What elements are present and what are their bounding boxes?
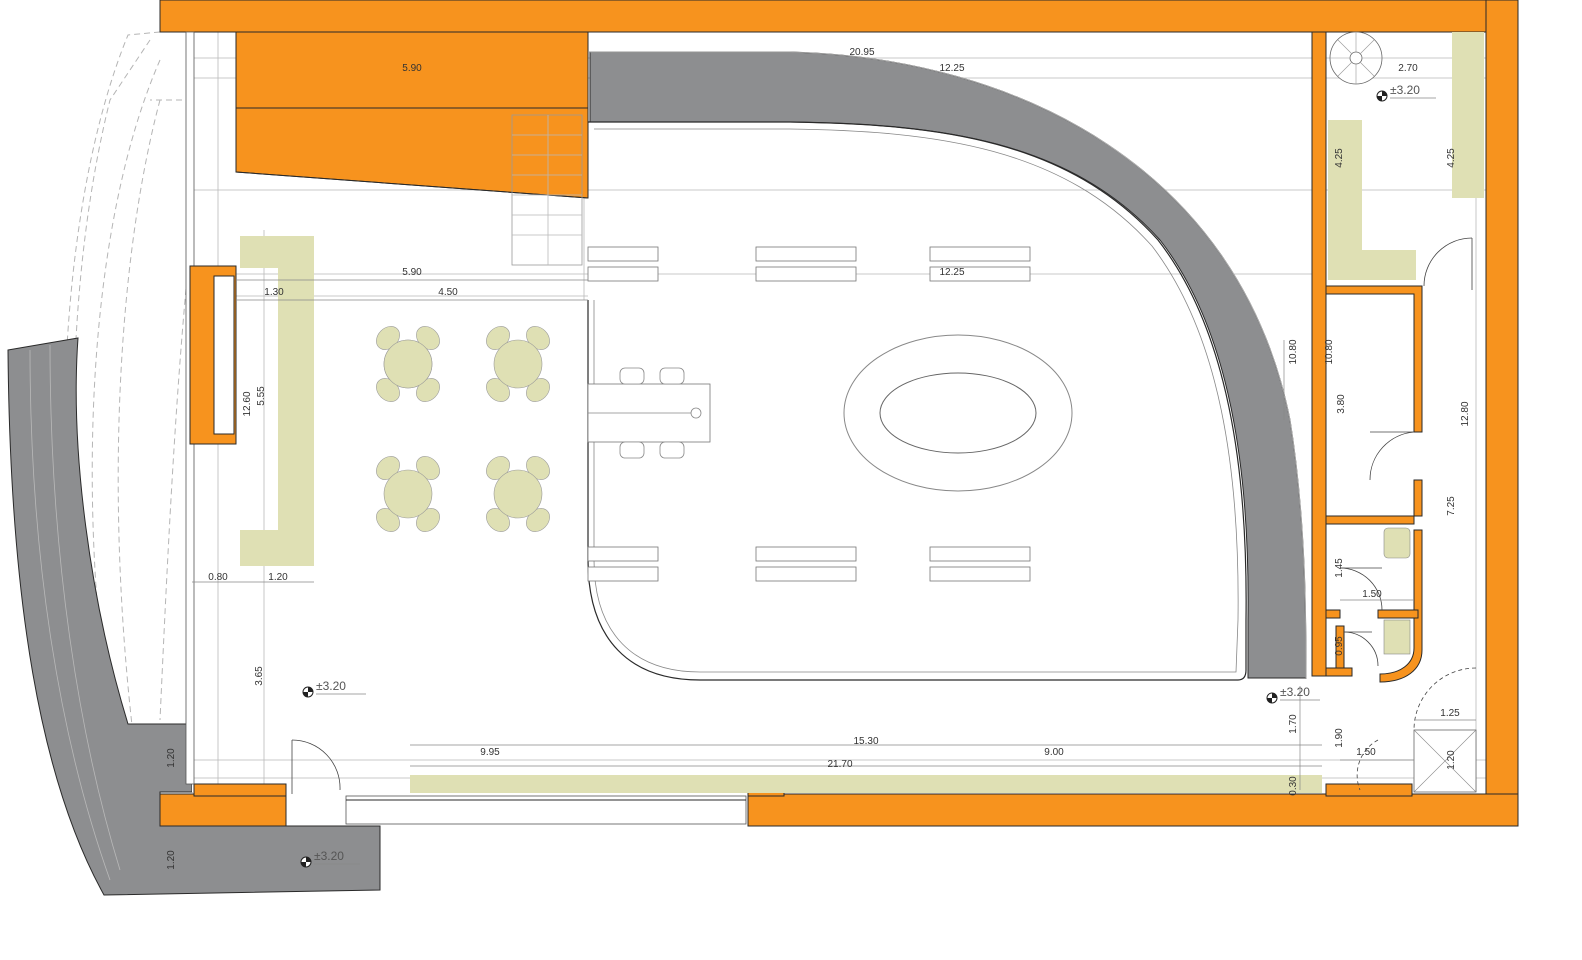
wc-fixture — [1383, 619, 1411, 655]
dim-label: 1.50 — [1356, 747, 1376, 758]
door-swings — [291, 237, 1477, 794]
dim-label: 5.90 — [402, 267, 422, 278]
dim-label: 1.20 — [166, 748, 177, 768]
cafe-table-3 — [376, 456, 440, 532]
display-benches — [587, 246, 1031, 582]
level-label: ±3.20 — [314, 849, 344, 863]
dim-label: 0.95 — [1334, 636, 1345, 656]
level-marker-icon — [1266, 692, 1278, 704]
dim-label: 9.00 — [1044, 747, 1064, 758]
level-label: ±3.20 — [1280, 685, 1310, 699]
dim-label: 10.80 — [1288, 339, 1299, 364]
dim-label: 4.25 — [1334, 148, 1345, 168]
cafe-table-1 — [376, 326, 440, 402]
dim-label: 12.60 — [242, 391, 253, 416]
level-labels: ±3.20 ±3.20 ±3.20 ±3.20 — [314, 83, 1420, 863]
level-marker-icon — [300, 856, 312, 868]
entrance-ramp — [7, 337, 381, 896]
dim-label: 0.30 — [1288, 776, 1299, 796]
exterior-walls — [159, 0, 1519, 827]
dim-label: 3.80 — [1336, 394, 1347, 414]
meeting-table — [587, 367, 711, 459]
dim-label: 0.80 — [208, 572, 228, 583]
dimension-lines — [192, 279, 1476, 790]
dim-label: 1.20 — [166, 850, 177, 870]
dim-label: 10.80 — [1324, 339, 1335, 364]
spiral-stair — [1329, 31, 1383, 85]
bottom-bench — [410, 775, 1322, 793]
cafe-table-2 — [486, 326, 550, 402]
dim-label: 7.25 — [1446, 496, 1457, 516]
dim-label: 12.25 — [939, 267, 964, 278]
dim-label: 21.70 — [827, 759, 852, 770]
dim-label: 1.20 — [268, 572, 288, 583]
dim-label: 2.70 — [1398, 63, 1418, 74]
level-marker-icon — [1376, 90, 1388, 102]
dim-label: 4.25 — [1446, 148, 1457, 168]
level-label: ±3.20 — [316, 679, 346, 693]
dim-label: 5.55 — [256, 386, 267, 406]
level-markers — [300, 90, 1436, 868]
central-platform — [587, 121, 1247, 681]
reception-counter — [1328, 120, 1416, 280]
dim-label: 12.80 — [1460, 401, 1471, 426]
dim-label: 20.95 — [849, 47, 874, 58]
stair — [511, 114, 583, 266]
dim-label: 1.70 — [1288, 714, 1299, 734]
l-shaped-bench — [240, 236, 314, 566]
dim-label: 1.30 — [264, 287, 284, 298]
dim-label: 1.90 — [1334, 728, 1345, 748]
inner-oval — [879, 372, 1037, 454]
dim-label: 5.90 — [402, 63, 422, 74]
dim-label: 9.95 — [480, 747, 500, 758]
dim-label: 1.20 — [1446, 750, 1457, 770]
dim-label: 15.30 — [853, 736, 878, 747]
washbasin — [1383, 527, 1411, 559]
dim-label: 4.50 — [438, 287, 458, 298]
dimension-labels: 5.90 20.95 12.25 2.70 4.25 4.25 5.90 12.… — [166, 47, 1471, 870]
dim-label: 3.65 — [254, 666, 265, 686]
level-marker-icon — [302, 686, 314, 698]
dim-label: 12.25 — [939, 63, 964, 74]
level-label: ±3.20 — [1390, 83, 1420, 97]
right-wall-bench — [1452, 32, 1484, 198]
service-stair — [1413, 729, 1477, 793]
dim-label: 1.25 — [1440, 708, 1460, 719]
dim-label: 1.50 — [1362, 589, 1382, 600]
bottom-glazing — [345, 795, 747, 825]
dim-label: 1.45 — [1334, 558, 1345, 578]
outer-oval — [843, 334, 1073, 492]
cafe-table-4 — [486, 456, 550, 532]
